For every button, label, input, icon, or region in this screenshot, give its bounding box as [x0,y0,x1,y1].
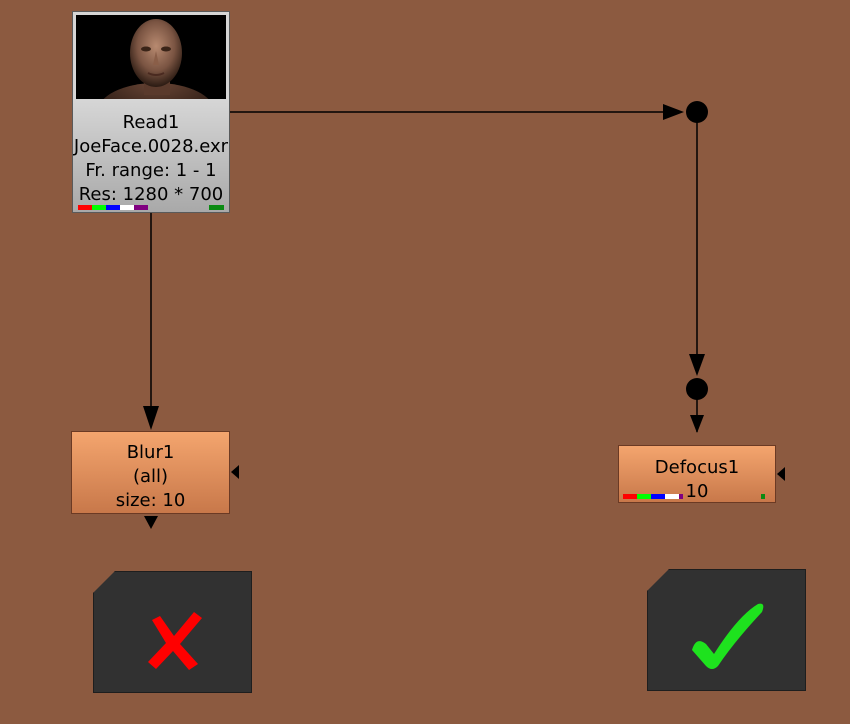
node-name-label: Blur1 [126,442,175,463]
arrowhead-down [690,415,704,433]
alpha-indicator [209,205,224,210]
alpha-indicator [761,494,765,499]
frame-range-label: Fr. range: 1 - 1 [85,160,217,181]
size-label: size: 10 [115,490,186,511]
output-arrow[interactable] [144,516,158,529]
arrowhead-down [143,406,159,430]
file-name-label: JoeFace.0028.exr [73,136,229,157]
channel-indicator [78,205,148,210]
channels-label: (all) [132,466,169,487]
mask-input-arrow[interactable] [777,467,785,481]
mask-input-arrow[interactable] [231,465,239,479]
arrowhead-down [689,354,705,376]
defocus-node[interactable]: Defocus1 10 [618,445,776,503]
node-name-label: Defocus1 [654,457,740,478]
channel-indicator [623,494,683,499]
read-node[interactable]: Read1 JoeFace.0028.exr Fr. range: 1 - 1 … [72,11,230,213]
blur-node[interactable]: Blur1 (all) size: 10 [71,431,230,514]
blur-result-panel [93,571,252,693]
elbow-dot-top[interactable] [686,101,708,123]
elbow-dot-bottom[interactable] [686,378,708,400]
resolution-label: Res: 1280 * 700 [78,184,224,205]
green-check-icon [692,603,764,669]
read-thumbnail [76,15,226,99]
node-name-label: Read1 [122,112,180,133]
defocus-value-label: 10 [685,481,709,502]
arrowhead-right [663,104,684,120]
defocus-result-panel [647,569,806,691]
red-x-icon [148,612,202,670]
